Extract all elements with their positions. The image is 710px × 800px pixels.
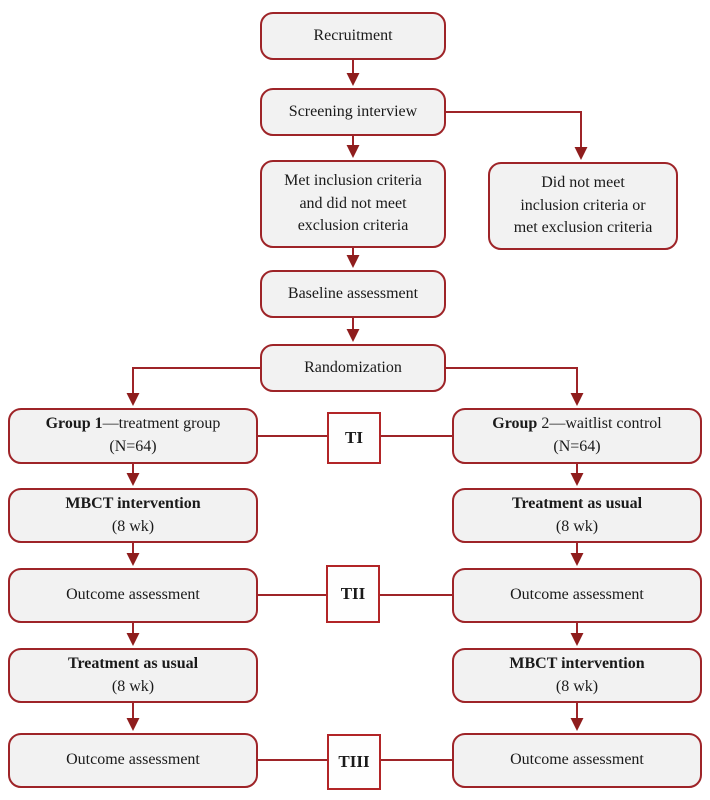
group2-title-bold: Group	[492, 415, 538, 433]
tii-label: TII	[340, 584, 366, 603]
outcome-left-1-label: Outcome assessment	[66, 586, 200, 604]
mbct-right-title: MBCT intervention	[509, 654, 645, 672]
box-outcome-assessment-left-1: Outcome assessment	[8, 568, 258, 623]
screening-label: Screening interview	[288, 102, 418, 120]
box-timepoint-tiii: TIII	[327, 734, 381, 790]
tau-left-title: Treatment as usual	[67, 654, 199, 672]
box-mbct-intervention-left: MBCT intervention (8 wk)	[8, 488, 258, 543]
group1-n: (N=64)	[109, 438, 157, 455]
box-did-not-meet-criteria: Did not meet inclusion criteria or met e…	[488, 162, 678, 250]
mbct-left-duration: (8 wk)	[111, 517, 155, 535]
tiii-label: TIII	[338, 752, 370, 771]
tau-right-duration: (8 wk)	[555, 517, 599, 535]
randomization-label: Randomization	[304, 358, 402, 376]
box-mbct-intervention-right: MBCT intervention (8 wk)	[452, 648, 702, 703]
group2-title-regular: 2—waitlist control	[537, 415, 662, 433]
group1-title-bold: Group 1	[45, 415, 103, 433]
recruitment-label: Recruitment	[313, 26, 393, 44]
notmet-line-3: met exclusion criteria	[513, 219, 653, 237]
box-outcome-assessment-right-2: Outcome assessment	[452, 733, 702, 788]
mbct-left-title: MBCT intervention	[65, 494, 201, 512]
box-randomization: Randomization	[260, 344, 446, 392]
outcome-right-2-label: Outcome assessment	[510, 751, 644, 769]
baseline-label: Baseline assessment	[287, 284, 419, 302]
box-screening-interview: Screening interview	[260, 88, 446, 136]
tau-left-duration: (8 wk)	[111, 677, 155, 695]
notmet-line-2: inclusion criteria or	[520, 196, 646, 214]
mbct-right-duration: (8 wk)	[555, 677, 599, 695]
outcome-left-2-label: Outcome assessment	[66, 751, 200, 769]
group1-title: Group 1—treatment group	[46, 413, 221, 436]
group2-title: Group 2—waitlist control	[492, 413, 662, 436]
notmet-line-1: Did not meet	[541, 173, 625, 191]
box-group2-waitlist: Group 2—waitlist control (N=64)	[452, 408, 702, 464]
box-outcome-assessment-right-1: Outcome assessment	[452, 568, 702, 623]
box-treatment-as-usual-left: Treatment as usual (8 wk)	[8, 648, 258, 703]
outcome-right-1-label: Outcome assessment	[510, 586, 644, 604]
box-baseline-assessment: Baseline assessment	[260, 270, 446, 318]
box-group1-treatment: Group 1—treatment group (N=64)	[8, 408, 258, 464]
tau-right-title: Treatment as usual	[511, 494, 643, 512]
box-treatment-as-usual-right: Treatment as usual (8 wk)	[452, 488, 702, 543]
met-line-3: exclusion criteria	[297, 217, 409, 235]
box-outcome-assessment-left-2: Outcome assessment	[8, 733, 258, 788]
group1-title-regular: —treatment group	[102, 415, 221, 433]
box-timepoint-ti: TI	[327, 412, 381, 464]
group2-n: (N=64)	[553, 438, 601, 455]
ti-label: TI	[345, 428, 363, 447]
met-line-1: Met inclusion criteria	[284, 171, 422, 189]
met-line-2: and did not meet	[299, 194, 407, 212]
box-met-inclusion-criteria: Met inclusion criteria and did not meet …	[260, 160, 446, 248]
box-timepoint-tii: TII	[326, 565, 380, 623]
box-recruitment: Recruitment	[260, 12, 446, 60]
